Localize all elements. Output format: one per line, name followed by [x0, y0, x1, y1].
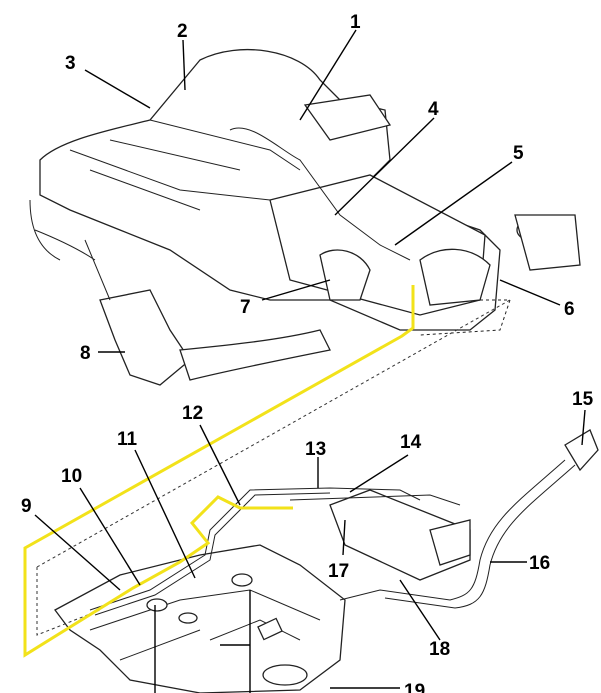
label-12: 12 — [182, 403, 203, 424]
label-15: 15 — [572, 389, 594, 410]
label-8: 8 — [80, 343, 91, 364]
label-13: 13 — [305, 439, 326, 460]
leader-lines — [34, 29, 586, 693]
label-10: 10 — [61, 466, 82, 487]
dashed-outline — [36, 299, 511, 636]
label-2: 2 — [177, 21, 188, 42]
engine-assembly — [29, 48, 581, 386]
label-7: 7 — [240, 297, 251, 318]
fuel-pump-flange — [262, 664, 308, 686]
label-14: 14 — [400, 432, 422, 453]
label-19: 19 — [404, 681, 425, 693]
fuel-filler-pipe — [339, 429, 599, 609]
catalytic-converter-rear — [99, 289, 191, 386]
fuel-cap — [564, 429, 599, 472]
charcoal-canister — [289, 489, 471, 581]
label-9: 9 — [21, 496, 32, 517]
callout-labels: 1 2 3 4 5 6 7 8 9 10 11 12 13 14 15 16 1… — [21, 12, 594, 693]
exhaust-pipe — [179, 329, 331, 381]
label-1: 1 — [350, 12, 361, 33]
label-11: 11 — [117, 429, 138, 450]
label-18: 18 — [429, 639, 450, 660]
catalytic-converter-front — [419, 248, 491, 306]
label-16: 16 — [529, 553, 550, 574]
tank-fitting-1 — [146, 598, 168, 612]
label-4: 4 — [428, 99, 439, 120]
fuel-tank — [54, 544, 346, 693]
label-5: 5 — [513, 143, 524, 164]
intake-box — [303, 94, 392, 141]
highlighted-evap-line — [23, 285, 415, 658]
label-3: 3 — [65, 53, 76, 74]
label-6: 6 — [564, 299, 575, 320]
label-17: 17 — [328, 561, 349, 582]
